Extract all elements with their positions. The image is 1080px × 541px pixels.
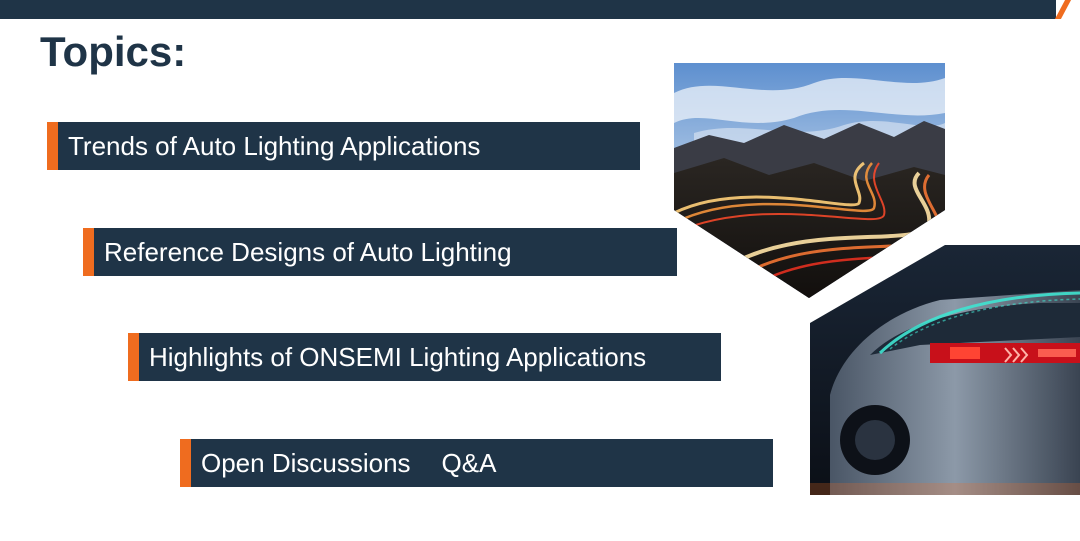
topic-marker <box>83 228 94 276</box>
topic-marker <box>180 439 191 487</box>
car-taillight-image <box>810 245 1080 495</box>
topic-label: Trends of Auto Lighting Applications <box>68 131 481 161</box>
topic-marker <box>47 122 58 170</box>
topic-marker <box>128 333 139 381</box>
topic-item-3: Highlights of ONSEMI Lighting Applicatio… <box>128 333 721 381</box>
top-bar <box>0 0 1080 19</box>
topic-qa-label: Q&A <box>441 448 497 478</box>
road-light-trails-image <box>674 63 945 298</box>
topic-label: Highlights of ONSEMI Lighting Applicatio… <box>149 342 647 372</box>
topic-label: Reference Designs of Auto Lighting <box>104 237 512 267</box>
topic-label: Open Discussions <box>201 448 411 478</box>
topic-item-2: Reference Designs of Auto Lighting <box>83 228 677 276</box>
topic-item-4: Open Discussions Q&A <box>180 439 773 487</box>
topic-item-1: Trends of Auto Lighting Applications <box>47 122 640 170</box>
slide-title: Topics: <box>40 28 187 75</box>
top-bar-accent <box>1056 0 1080 19</box>
